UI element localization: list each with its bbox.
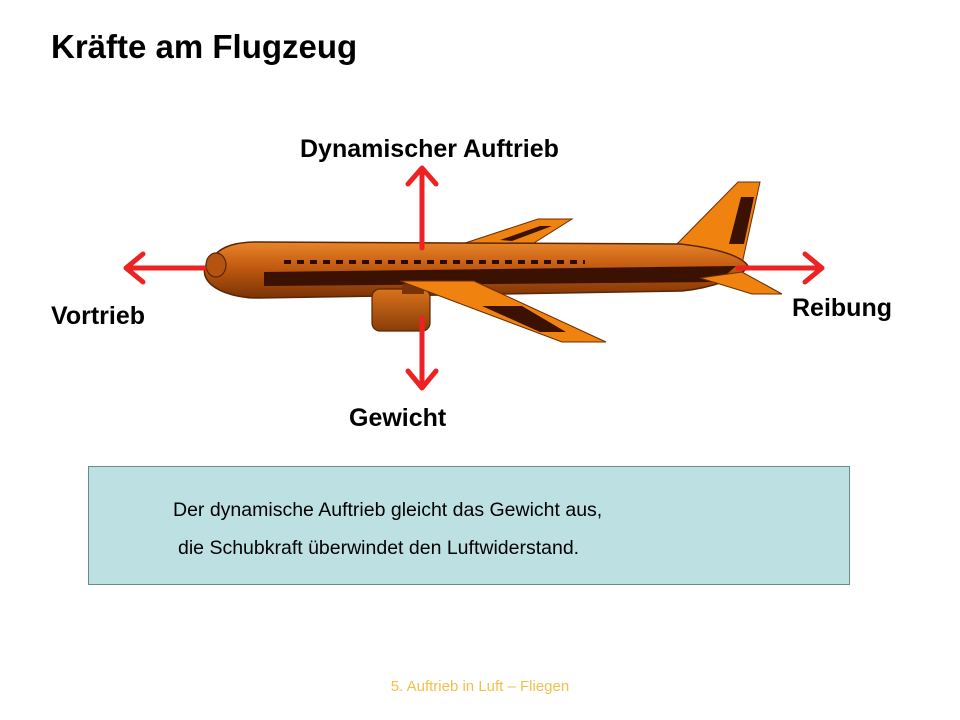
info-box: Der dynamische Auftrieb gleicht das Gewi… xyxy=(88,466,850,585)
weight-arrow xyxy=(405,315,439,391)
slide-footer: 5. Auftrieb in Luft – Fliegen xyxy=(390,678,570,695)
cockpit xyxy=(205,252,227,278)
lift-label: Dynamischer Auftrieb xyxy=(300,135,559,163)
tail-fin-stripe xyxy=(729,197,754,244)
weight-label: Gewicht xyxy=(349,404,447,432)
far-wing-stripe xyxy=(500,226,552,241)
info-line-1: Der dynamische Auftrieb gleicht das Gewi… xyxy=(173,499,603,521)
drag-arrow xyxy=(735,251,825,285)
airplane-icon xyxy=(203,181,783,343)
fuselage-stripe xyxy=(264,266,736,286)
near-wing-stripe xyxy=(482,306,566,332)
horizontal-stabilizer xyxy=(699,271,783,295)
airplane-force-diagram xyxy=(123,165,825,391)
thrust-arrow xyxy=(123,251,207,285)
thrust-label: Vortrieb xyxy=(51,302,145,330)
engine-pylon xyxy=(402,284,424,294)
drag-label: Reibung xyxy=(792,294,892,322)
engine xyxy=(371,288,431,332)
lift-arrow xyxy=(405,165,439,251)
info-line-2: die Schubkraft überwindet den Luftwiders… xyxy=(178,537,580,559)
slide-title: Kräfte am Flugzeug xyxy=(51,28,358,65)
